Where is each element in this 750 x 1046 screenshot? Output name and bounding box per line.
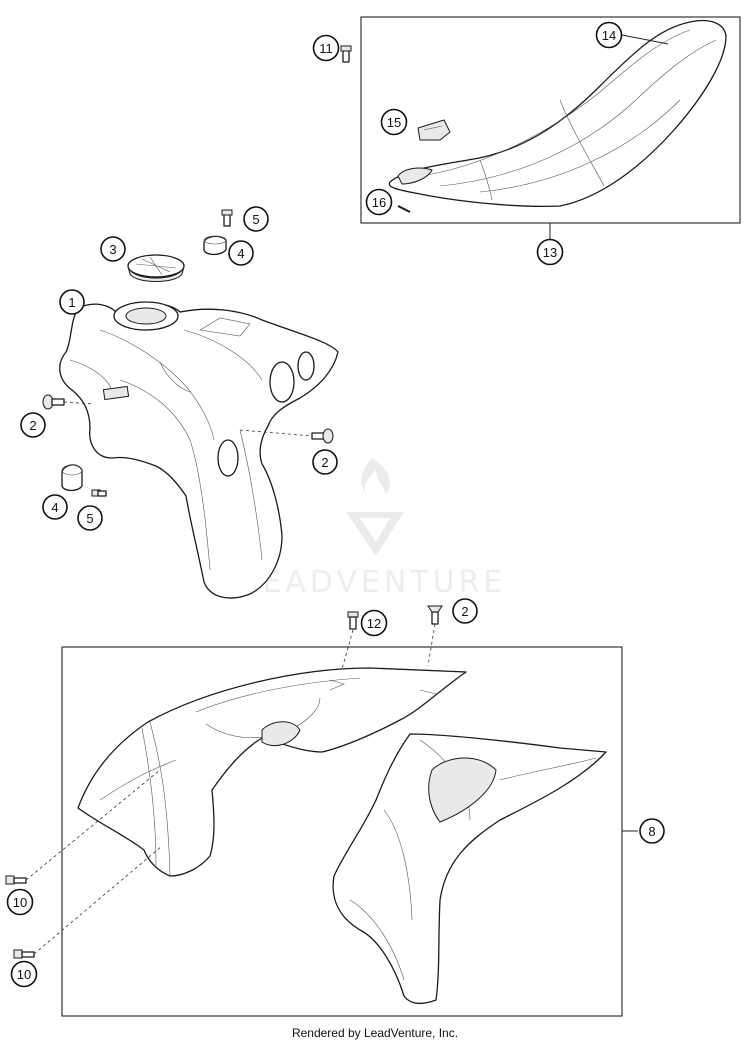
callout-label: 3 [109, 242, 116, 257]
callout-label: 11 [319, 41, 333, 56]
callout-c4a: 4 [228, 240, 254, 266]
bolt-upper [221, 209, 233, 227]
callout-c2c: 2 [452, 598, 478, 624]
callout-circle [536, 238, 564, 266]
leader-14 [621, 34, 669, 45]
callout-c15: 15 [380, 108, 408, 136]
callout-label: 8 [648, 824, 655, 839]
shroud-assembly [61, 646, 638, 1017]
callout-c2b: 2 [312, 449, 338, 475]
callout-c2a: 2 [20, 412, 46, 438]
callout-c3: 3 [100, 236, 126, 262]
callout-circle [10, 960, 38, 988]
screw-11 [340, 45, 352, 63]
callout-label: 2 [321, 455, 328, 470]
callout-circle [360, 609, 388, 637]
callout-c16: 16 [365, 188, 393, 216]
callout-circle [42, 494, 68, 520]
callout-label: 14 [602, 28, 616, 43]
callout-circle [312, 34, 340, 62]
callout-label: 5 [86, 511, 93, 526]
callout-circle [365, 188, 393, 216]
callout-circle [228, 240, 254, 266]
callout-circle [595, 21, 623, 49]
fuel-cap [127, 254, 185, 282]
callout-circle [100, 236, 126, 262]
seat-latch [417, 119, 451, 141]
callout-label: 5 [252, 212, 259, 227]
watermark-text: LEADVENTURE [242, 565, 507, 600]
callout-label: 15 [387, 115, 401, 130]
callout-label: 4 [51, 500, 58, 515]
callout-label: 12 [367, 616, 381, 631]
fuel-tank-body [59, 302, 339, 599]
callout-c13: 13 [536, 238, 564, 266]
seat [388, 19, 727, 208]
tank-screw-right [239, 428, 334, 444]
callout-label: 13 [543, 245, 557, 260]
callout-label: 10 [17, 967, 31, 982]
callout-c12: 12 [360, 609, 388, 637]
tank-label [102, 385, 130, 401]
seat-latch-mount [397, 167, 433, 185]
callout-c4b: 4 [42, 494, 68, 520]
callout-label: 2 [29, 418, 36, 433]
screw-2-shroud [427, 605, 443, 667]
callout-circle [6, 888, 34, 916]
callout-label: 16 [372, 195, 386, 210]
callout-circle [59, 289, 85, 315]
callout-circle [243, 206, 269, 232]
callout-circle [312, 449, 338, 475]
screw-12 [339, 611, 359, 677]
shroud-bolt-lower [13, 845, 163, 959]
callout-c8: 8 [639, 818, 665, 844]
rubber-bushing-lower [61, 464, 83, 492]
fuel-tank [59, 301, 339, 599]
callout-c14: 14 [595, 21, 623, 49]
bolt-lower [91, 489, 107, 497]
seat-assembly [360, 16, 741, 240]
leadventure-watermark: LEADVENTURE [242, 458, 507, 600]
left-shroud [77, 667, 467, 877]
callout-label: 4 [237, 246, 244, 261]
callout-label: 2 [461, 604, 468, 619]
callout-c11: 11 [312, 34, 340, 62]
tank-screw-left [42, 394, 95, 410]
callout-circle [77, 505, 103, 531]
rubber-bushing-upper [203, 235, 227, 256]
callout-circle [20, 412, 46, 438]
shroud-bolt-upper [5, 769, 161, 885]
callout-c1: 1 [59, 289, 85, 315]
footer-credit: Rendered by LeadVenture, Inc. [291, 1026, 459, 1040]
right-shroud [332, 733, 607, 1005]
callout-circle [639, 818, 665, 844]
callout-circle [380, 108, 408, 136]
callout-c10b: 10 [10, 960, 38, 988]
seat-pin [397, 205, 411, 213]
callout-label: 1 [68, 295, 75, 310]
callout-c10a: 10 [6, 888, 34, 916]
callout-circle [452, 598, 478, 624]
callout-c5a: 5 [243, 206, 269, 232]
callout-label: 10 [13, 895, 27, 910]
callout-c5b: 5 [77, 505, 103, 531]
